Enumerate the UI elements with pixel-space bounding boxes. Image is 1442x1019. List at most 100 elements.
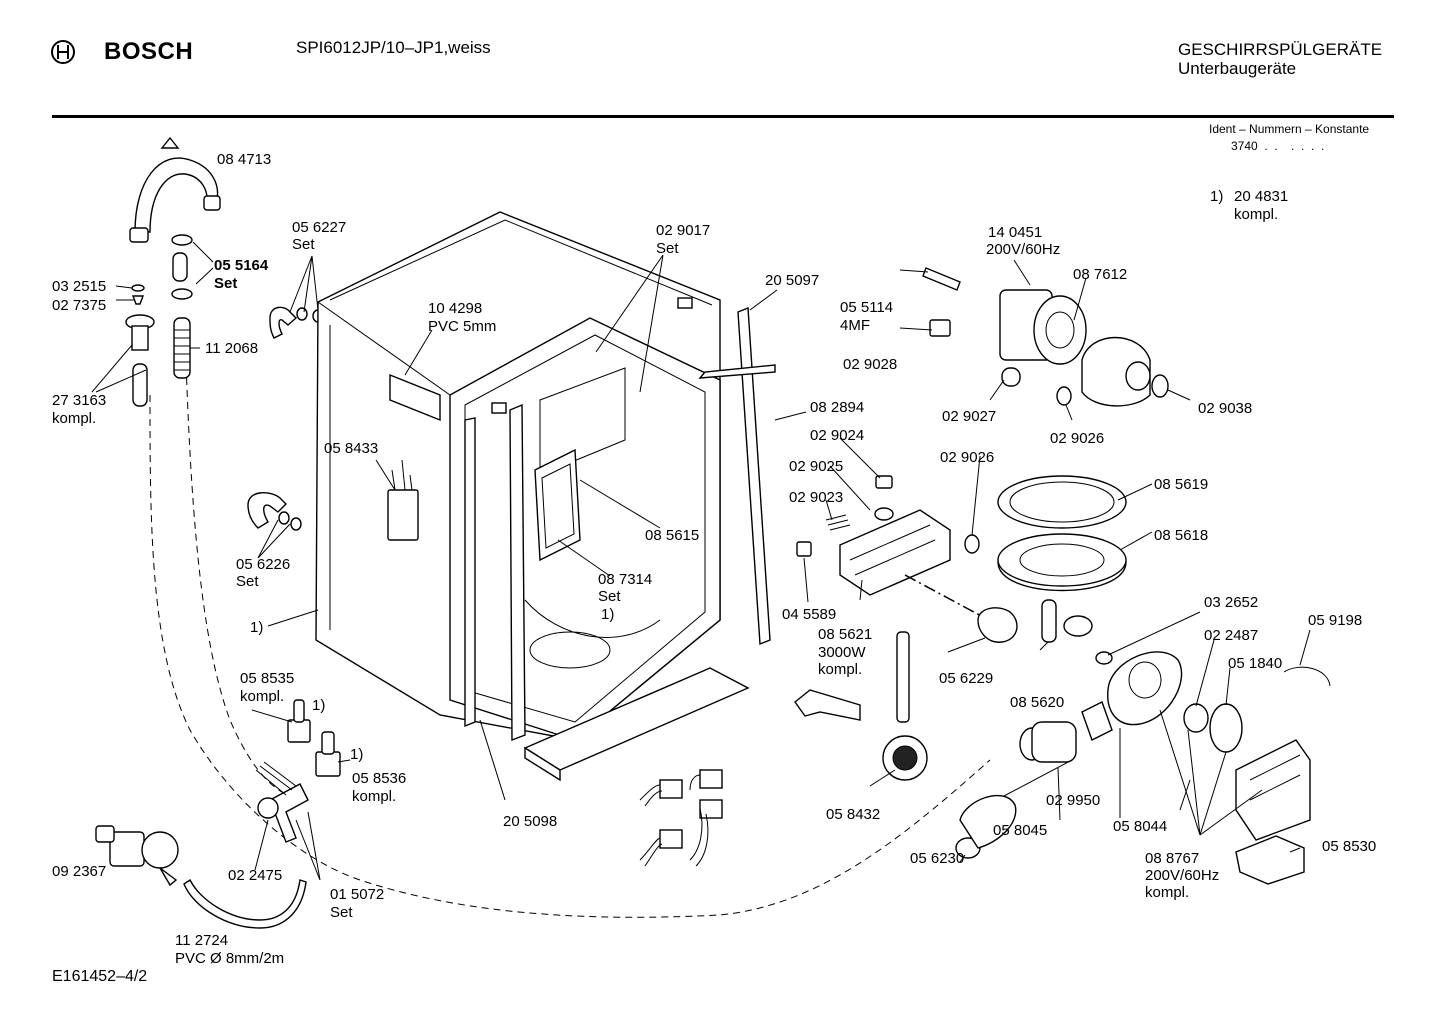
label-085615: 08 5615: [645, 527, 700, 544]
label-032515: 03 2515: [52, 278, 107, 295]
label-029026-a: 02 9026: [1050, 430, 1105, 447]
label-085620: 08 5620: [1010, 694, 1065, 711]
hose-path-dashed-2: [184, 329, 311, 801]
pressure-switch-2: [315, 731, 341, 777]
label-092367: 09 2367: [52, 863, 107, 880]
label-055164-set: Set: [214, 275, 238, 292]
clip: [929, 319, 951, 337]
hose-fitting-set: [171, 234, 193, 300]
label-205098: 20 5098: [503, 813, 558, 830]
label-029027: 02 9027: [942, 408, 997, 425]
bosch-armature-icon: [51, 40, 75, 64]
drain-elbow: [255, 761, 309, 843]
brand-logo: BOSCH: [50, 38, 193, 66]
footnote-text: kompl.: [1234, 206, 1279, 223]
label-055114: 05 5114: [840, 299, 894, 316]
sump-assembly: [997, 475, 1127, 643]
heater-assembly: [796, 475, 951, 596]
label-087314-set: Set: [598, 588, 621, 605]
drain-pump-housing: [1107, 651, 1183, 726]
label-056226: 05 6226: [236, 556, 291, 573]
label-087612: 08 7612: [1073, 266, 1128, 283]
bushing: [1001, 367, 1021, 387]
ring: [290, 517, 302, 531]
label-085621: 08 5621: [818, 626, 873, 643]
label-058535: 05 8535: [240, 670, 295, 687]
ring: [278, 511, 290, 525]
wash-motor: [999, 289, 1087, 365]
motor-cover: [1235, 835, 1305, 885]
label-029023: 02 9023: [789, 489, 844, 506]
label-032652: 03 2652: [1204, 594, 1259, 611]
label-084713: 08 4713: [217, 151, 272, 168]
label-140451: 14 0451: [988, 224, 1043, 241]
label-045589: 04 5589: [782, 606, 837, 623]
label-058536: 05 8536: [352, 770, 407, 787]
ident-value: 3740 . . . . . .: [1231, 139, 1325, 153]
assembly-line: [904, 574, 986, 619]
label-022475: 02 2475: [228, 867, 283, 884]
label-088767-volt: 200V/60Hz: [1145, 867, 1220, 884]
elbow-hose: [269, 306, 298, 339]
label-056230: 05 6230: [910, 850, 965, 867]
o-ring-2: [1056, 386, 1072, 406]
drain-hose-adapter: [955, 794, 1017, 859]
inlet-valve: [95, 825, 179, 887]
label-029017: 02 9017: [656, 222, 711, 239]
leader-lines: [91, 241, 1311, 881]
label-087314: 08 7314: [598, 571, 653, 588]
label-056226-set: Set: [236, 573, 259, 590]
drain-motor: [1235, 739, 1311, 841]
gasket: [1081, 701, 1113, 741]
category: GESCHIRRSPÜLGERÄTE Unterbaugeräte: [1178, 40, 1382, 78]
inlet-hose: [183, 878, 307, 929]
label-056227-set: Set: [292, 236, 315, 253]
label-055114-mf: 4MF: [840, 317, 870, 334]
hose-clip: [129, 136, 221, 243]
side-seal-right: [737, 306, 771, 646]
washer: [131, 284, 145, 292]
brand-name: BOSCH: [104, 38, 194, 65]
drawing-id: E161452–4/2: [52, 968, 148, 985]
label-059198: 05 9198: [1308, 612, 1363, 629]
pump-elbow: [977, 607, 1018, 643]
label-029950: 02 9950: [1046, 792, 1101, 809]
pressure-sensor: [882, 735, 928, 781]
ident-block: Ident – Nummern – Konstante 3740 . . . . …: [1209, 121, 1369, 155]
label-085621-watt: 3000W: [818, 644, 866, 661]
impeller: [1183, 703, 1243, 753]
label-088767-kompl: kompl.: [1145, 884, 1190, 901]
label-022487: 02 2487: [1204, 627, 1259, 644]
label-058535-footnote: 1): [312, 697, 326, 714]
label-112724-pvc: PVC Ø 8mm/2m: [175, 950, 285, 967]
model-number: SPI6012JP/10–JP1,weiss: [296, 38, 491, 57]
label-027375: 02 7375: [52, 297, 107, 314]
label-112724: 11 2724: [175, 932, 229, 949]
label-104298-pvc: PVC 5mm: [428, 318, 497, 335]
label-112068: 11 2068: [205, 340, 259, 357]
footnote-number: 20 4831: [1234, 188, 1289, 205]
pressure-tube: [896, 631, 910, 723]
ident-title: Ident – Nummern – Konstante: [1209, 122, 1370, 136]
side-seal-left: [464, 417, 476, 728]
label-058432: 05 8432: [826, 806, 881, 823]
door-frame-seal: [509, 403, 526, 742]
mounting-bracket: [794, 689, 861, 721]
category-line-2: Unterbaugeräte: [1178, 59, 1297, 78]
seal-ring: [964, 534, 980, 554]
dish-rack: [534, 448, 581, 562]
label-029024: 02 9024: [810, 427, 865, 444]
ring: [296, 307, 308, 321]
label-273163: 27 3163: [52, 392, 107, 409]
label-058535-kompl: kompl.: [240, 688, 285, 705]
label-058045: 05 8045: [993, 822, 1048, 839]
pressure-switch-1: [287, 699, 311, 743]
screw: [131, 295, 145, 305]
label-015072-set: Set: [330, 904, 353, 921]
label-058536-footnote: 1): [350, 746, 364, 763]
label-058433: 05 8433: [324, 440, 379, 457]
label-056229: 05 6229: [939, 670, 994, 687]
label-015072: 01 5072: [330, 886, 385, 903]
pump-housing: [1081, 336, 1151, 407]
